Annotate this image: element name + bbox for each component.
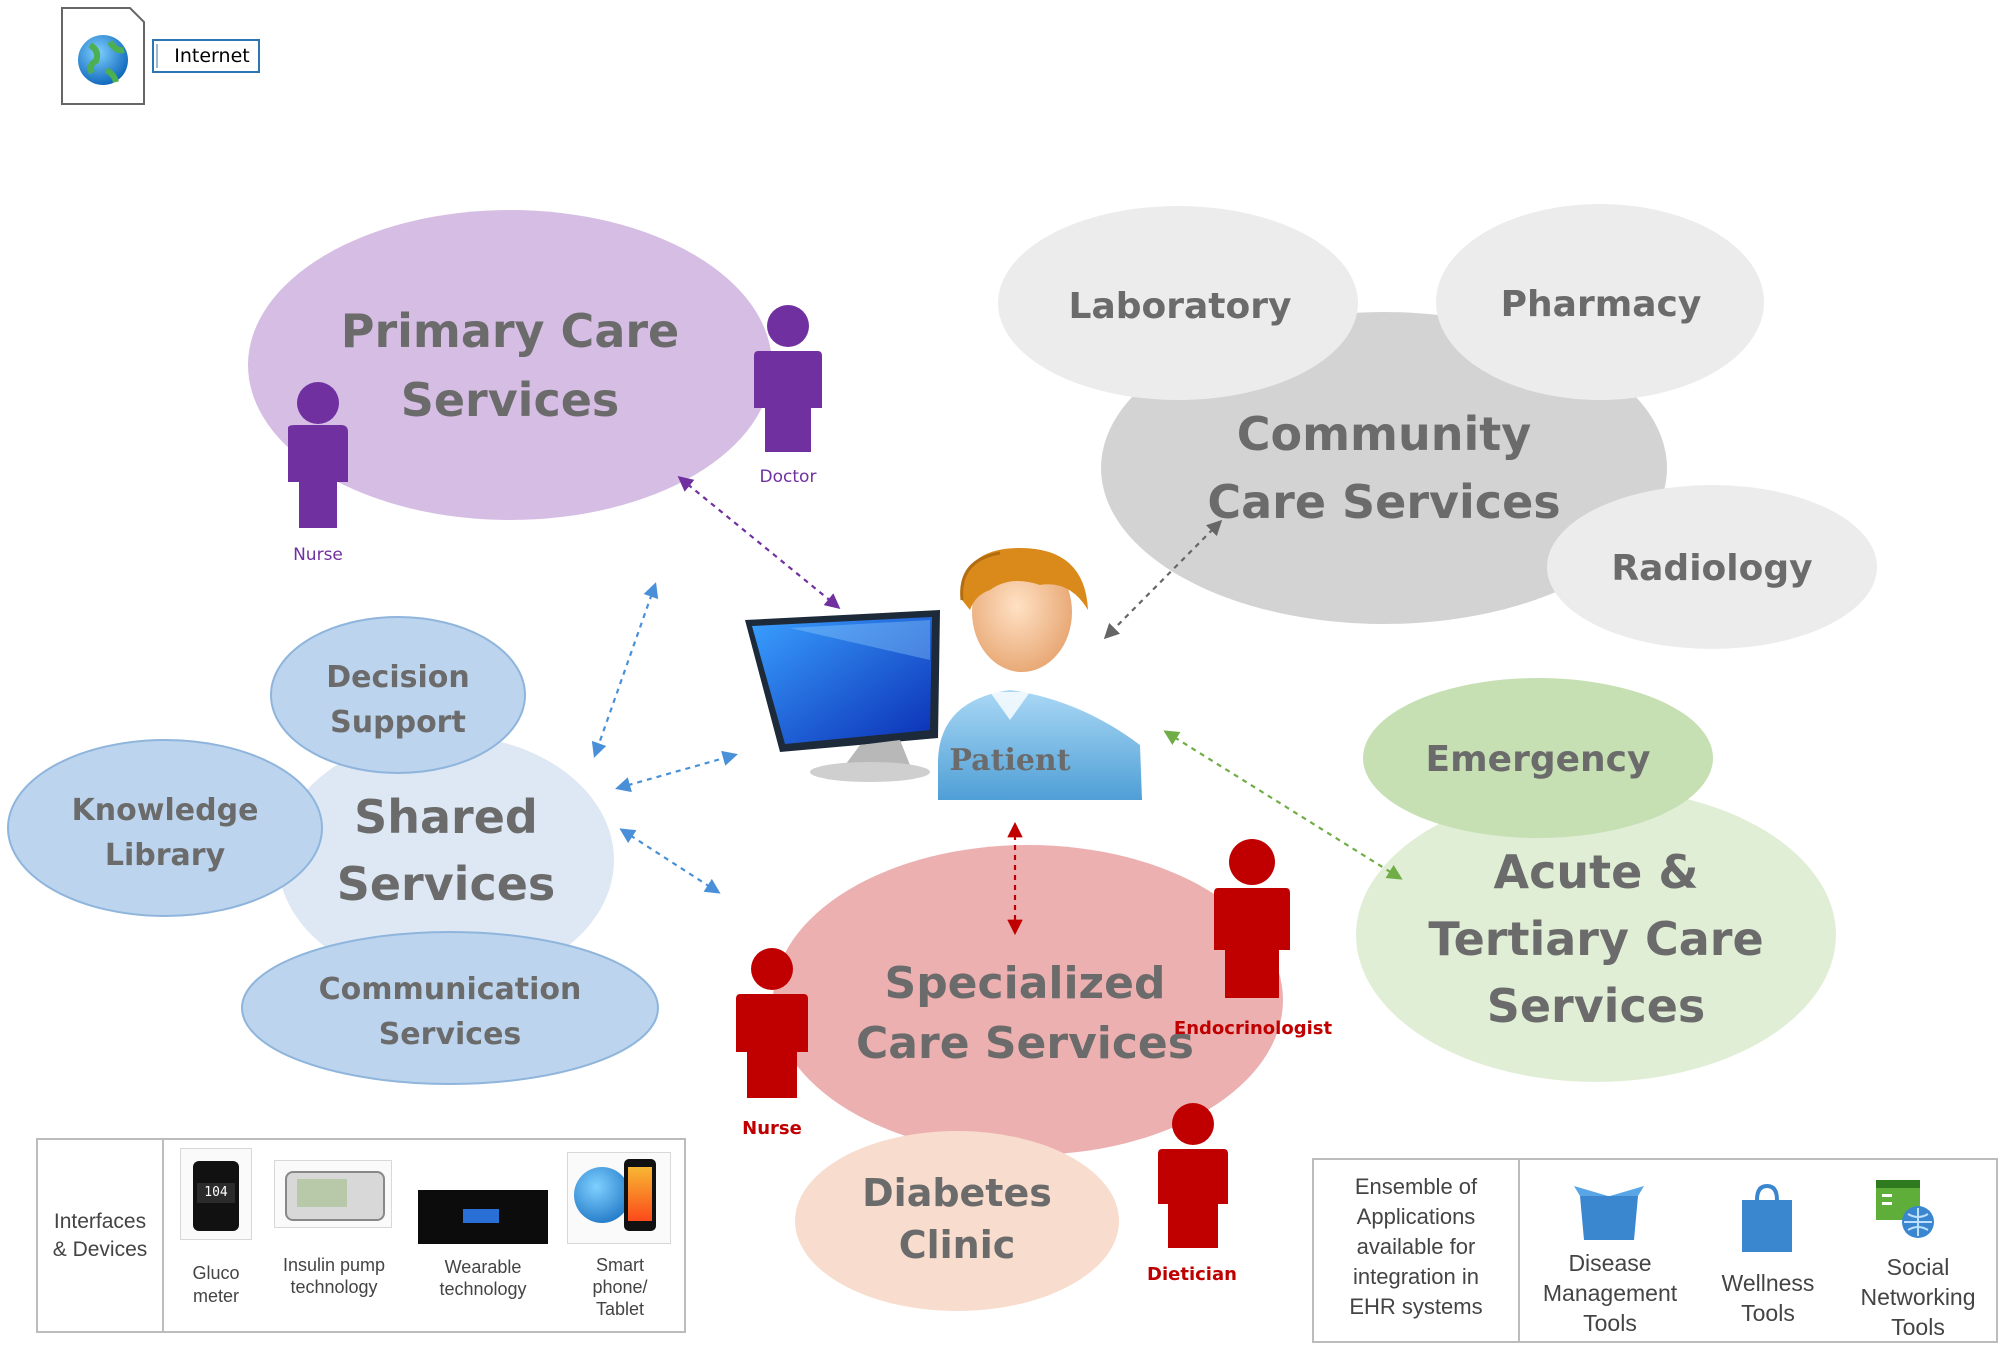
decision-support-bubble [270,616,526,774]
diabetes-clinic-line1: Diabetes [862,1171,1052,1215]
decision-support-line2: Support [330,705,466,740]
disease-management-line2: Management [1542,1280,1678,1306]
glucometer-reading: 104 [197,1183,235,1203]
dietician-label: Dietician [1147,1264,1237,1285]
apps-label-line3: available for [1356,1234,1476,1259]
primary-nurse-figure [288,382,348,528]
knowledge-library-bubble [7,739,323,917]
specialized-nurse-label: Nurse [742,1118,802,1139]
acute-title-line2: Tertiary Care [1428,912,1763,966]
wearable-caption-line1: Wearable [444,1257,522,1277]
dietician-figure [1158,1103,1228,1248]
primary-care-bubble [248,210,772,520]
shared-services-title-line2: Services [337,857,556,911]
diabetes-clinic-bubble [795,1131,1119,1311]
radiology-bubble [1547,485,1877,649]
emergency-bubble [1363,678,1713,838]
primary-care-group: Primary Care Services Nurse Doctor [248,210,822,565]
internet-header: Internet [61,7,260,105]
acute-title-line1: Acute & [1494,845,1699,899]
glucometer-caption-line1: Gluco [192,1263,240,1283]
primary-care-title-line1: Primary Care [341,304,680,358]
smartphone-tablet-image [567,1152,671,1244]
patient-computer-icon [745,548,1142,800]
box-icon [1574,1186,1644,1240]
decision-support-line1: Decision [326,660,469,695]
arrow-community-patient [1103,519,1223,640]
communication-services-bubble [241,931,659,1085]
insulin-pump-caption-line2: technology [290,1277,378,1297]
insulin-pump-image [274,1160,392,1228]
interfaces-label-line2: & Devices [52,1238,148,1261]
social-networking-line1: Social [1886,1254,1950,1280]
endocrinologist-label: Endocrinologist [1174,1018,1333,1039]
social-networking-line3: Tools [1891,1314,1945,1340]
disease-management-line3: Tools [1583,1310,1637,1336]
globe-icon [78,35,128,85]
wearable-caption-line2: technology [439,1279,527,1299]
arrow-primary-patient [677,476,841,609]
apps-label-line5: EHR systems [1349,1294,1483,1319]
disease-management-line1: Disease [1568,1250,1652,1276]
acute-care-bubble [1356,788,1836,1082]
arrow-shared-up [591,582,659,758]
apps-label-line1: Ensemble of [1354,1174,1478,1199]
connection-arrows [591,476,1403,936]
internet-label: Internet [174,45,249,67]
shared-services-group: Decision Support Knowledge Library Commu… [7,616,659,1085]
pharmacy-label: Pharmacy [1501,284,1702,325]
glucometer-image: 104 [180,1148,252,1240]
wellness-line2: Tools [1741,1300,1795,1326]
specialized-nurse-figure [736,948,808,1098]
community-care-group: Laboratory Pharmacy Radiology Community … [998,204,1877,649]
community-title-line1: Community [1237,407,1531,461]
knowledge-library-line1: Knowledge [72,793,259,828]
specialized-care-group: Diabetes Clinic Specialized Care Service… [736,839,1332,1311]
smartphone-caption-line3: Tablet [595,1299,645,1319]
patient-label: Patient [949,743,1070,778]
specialized-title-line2: Care Services [856,1018,1194,1069]
insulin-pump-caption-line1: Insulin pump [282,1255,386,1275]
smartphone-caption-line2: phone/ [592,1277,648,1297]
interfaces-devices-panel: Interfaces & Devices 104 Gluco meter Ins… [36,1138,686,1333]
emergency-label: Emergency [1426,739,1651,780]
specialized-title-line1: Specialized [885,958,1166,1009]
social-network-icon [1876,1180,1934,1238]
acute-care-group: Emergency Acute & Tertiary Care Services [1356,678,1836,1082]
interfaces-label-line1: Interfaces [53,1210,147,1233]
laboratory-label: Laboratory [1069,286,1292,327]
radiology-label: Radiology [1611,548,1812,589]
communication-services-line2: Services [379,1017,522,1052]
smartphone-caption-line1: Smart [595,1255,644,1275]
endocrinologist-figure [1214,839,1290,998]
shared-services-title-line1: Shared [354,790,538,844]
arrow-shared-patient [615,750,738,793]
communication-services-line1: Communication [319,972,582,1007]
arrow-shared-specialized [619,828,721,894]
community-title-line2: Care Services [1207,475,1560,529]
laboratory-bubble [998,206,1358,400]
shopping-bag-icon [1742,1184,1792,1252]
primary-doctor-figure [754,305,822,452]
primary-doctor-label: Doctor [760,467,817,487]
knowledge-library-line2: Library [105,838,226,873]
primary-care-title-line2: Services [401,373,620,427]
primary-nurse-label: Nurse [293,545,343,565]
social-networking-line2: Networking [1860,1284,1976,1310]
applications-panel: Ensemble of Applications available for i… [1312,1158,1998,1343]
wellness-line1: Wellness [1721,1270,1815,1296]
apps-label-line4: integration in [1353,1264,1479,1289]
acute-title-line3: Services [1487,979,1706,1033]
wearable-image [418,1190,548,1244]
pharmacy-bubble [1436,204,1764,400]
shared-services-bubble [278,735,614,985]
diabetes-clinic-line2: Clinic [899,1223,1016,1267]
apps-label-line2: Applications [1356,1204,1476,1229]
specialized-care-bubble [773,845,1283,1155]
internet-label-box [152,39,260,73]
glucometer-caption-line2: meter [192,1286,239,1306]
